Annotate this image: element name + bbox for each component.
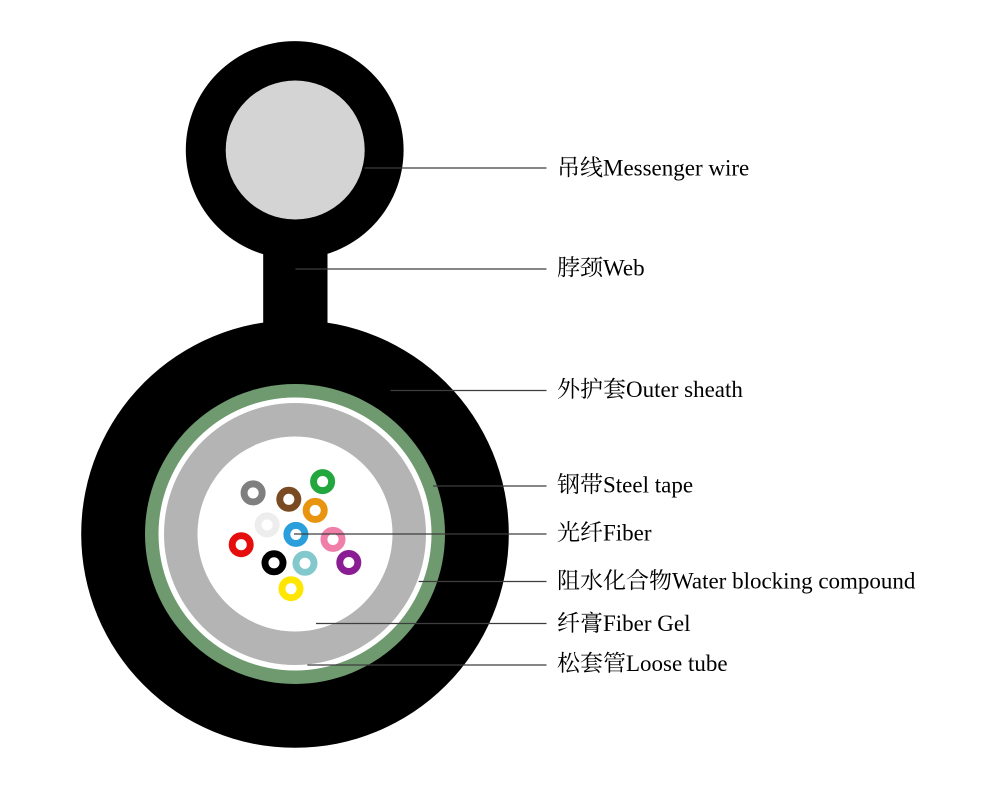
svg-text:Loose tube: Loose tube: [626, 651, 728, 676]
svg-text:Fiber Gel: Fiber Gel: [603, 611, 691, 636]
svg-text:Web: Web: [603, 255, 645, 280]
svg-text:Steel tape: Steel tape: [603, 472, 693, 497]
svg-text:Water blocking compound: Water blocking compound: [672, 568, 916, 593]
svg-text:Fiber: Fiber: [603, 520, 652, 545]
svg-text:Outer sheath: Outer sheath: [626, 377, 743, 402]
svg-text:Messenger wire: Messenger wire: [603, 156, 749, 181]
